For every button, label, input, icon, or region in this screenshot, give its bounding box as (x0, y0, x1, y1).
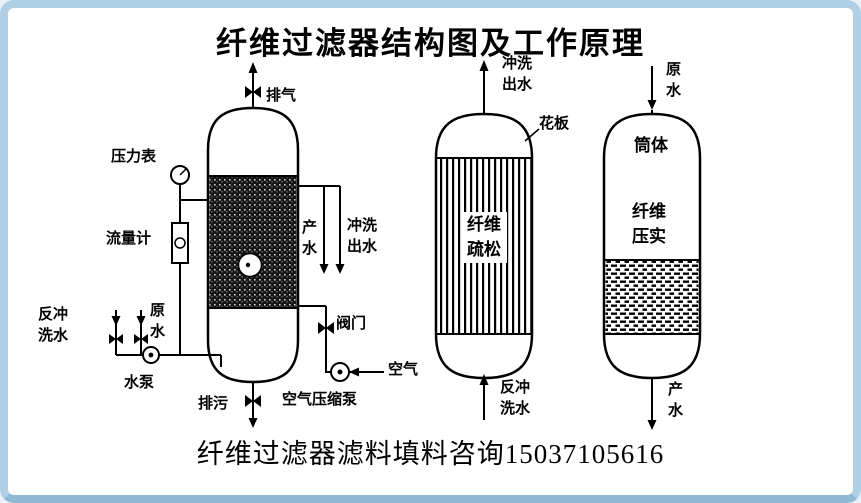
label-backwash-water-left: 反冲洗水 (37, 307, 68, 344)
valve-icon (318, 322, 334, 334)
label-water-pump: 水泵 (124, 375, 155, 391)
right-vessel-diagram (602, 66, 702, 430)
label-drain: 排污 (198, 396, 229, 412)
valve-icon (109, 334, 148, 344)
valve-icon (245, 86, 261, 98)
arrow-down-icon (111, 316, 121, 326)
footer-contact: 纤维过滤器滤料填料咨询15037105616 (196, 439, 665, 469)
label-valve: 阀门 (336, 316, 367, 332)
label-pressure-gauge: 压力表 (111, 149, 157, 165)
label-product-water-bottom: 产水 (667, 382, 683, 419)
label-raw-water-top: 原水 (665, 62, 681, 99)
arrow-down-icon (319, 264, 329, 274)
arrow-up-icon (248, 62, 258, 73)
plate-leader-line (524, 128, 540, 142)
perforated-plate-lines (437, 157, 531, 335)
diagram-canvas (109, 60, 702, 430)
arrow-up-icon (479, 60, 489, 71)
arrow-left-icon (349, 367, 359, 377)
label-perforated-plate: 花板 (539, 116, 570, 132)
label-air: 空气 (388, 362, 419, 378)
gauge-stem (179, 184, 208, 223)
label-air-compressor-pump: 空气压缩泵 (282, 392, 358, 408)
label-flow-meter: 流量计 (106, 231, 152, 247)
label-flush-out-water-left: 冲洗出水 (346, 218, 377, 255)
arrow-down-icon (136, 316, 146, 326)
arrow-down-icon (647, 420, 657, 430)
label-product-water-left: 产水 (301, 220, 317, 257)
arrow-down-icon (647, 100, 657, 110)
left-filter-diagram (109, 62, 384, 428)
page-title: 纤维过滤器结构图及工作原理 (216, 26, 645, 61)
label-raw-water-left: 原水 (149, 303, 165, 340)
label-fiber-compacted: 纤维压实 (632, 202, 666, 246)
arrow-down-icon (248, 418, 258, 428)
arrow-down-icon (335, 264, 345, 274)
label-flush-out-water-top: 冲洗出水 (501, 56, 532, 93)
fiber-media-region (209, 176, 297, 308)
label-fiber-loose: 纤维疏松 (461, 212, 507, 264)
outlet-pipes (298, 185, 341, 264)
label-backwash-water-bottom: 反冲洗水 (499, 380, 530, 417)
bottom-feed-pipe (116, 354, 222, 367)
label-cylinder-body: 筒体 (634, 136, 668, 155)
air-pipe (298, 305, 384, 373)
compacted-fiber-region (605, 260, 699, 333)
arrow-up-icon (479, 374, 489, 385)
label-exhaust: 排气 (266, 88, 297, 104)
valve-icon (245, 395, 261, 407)
